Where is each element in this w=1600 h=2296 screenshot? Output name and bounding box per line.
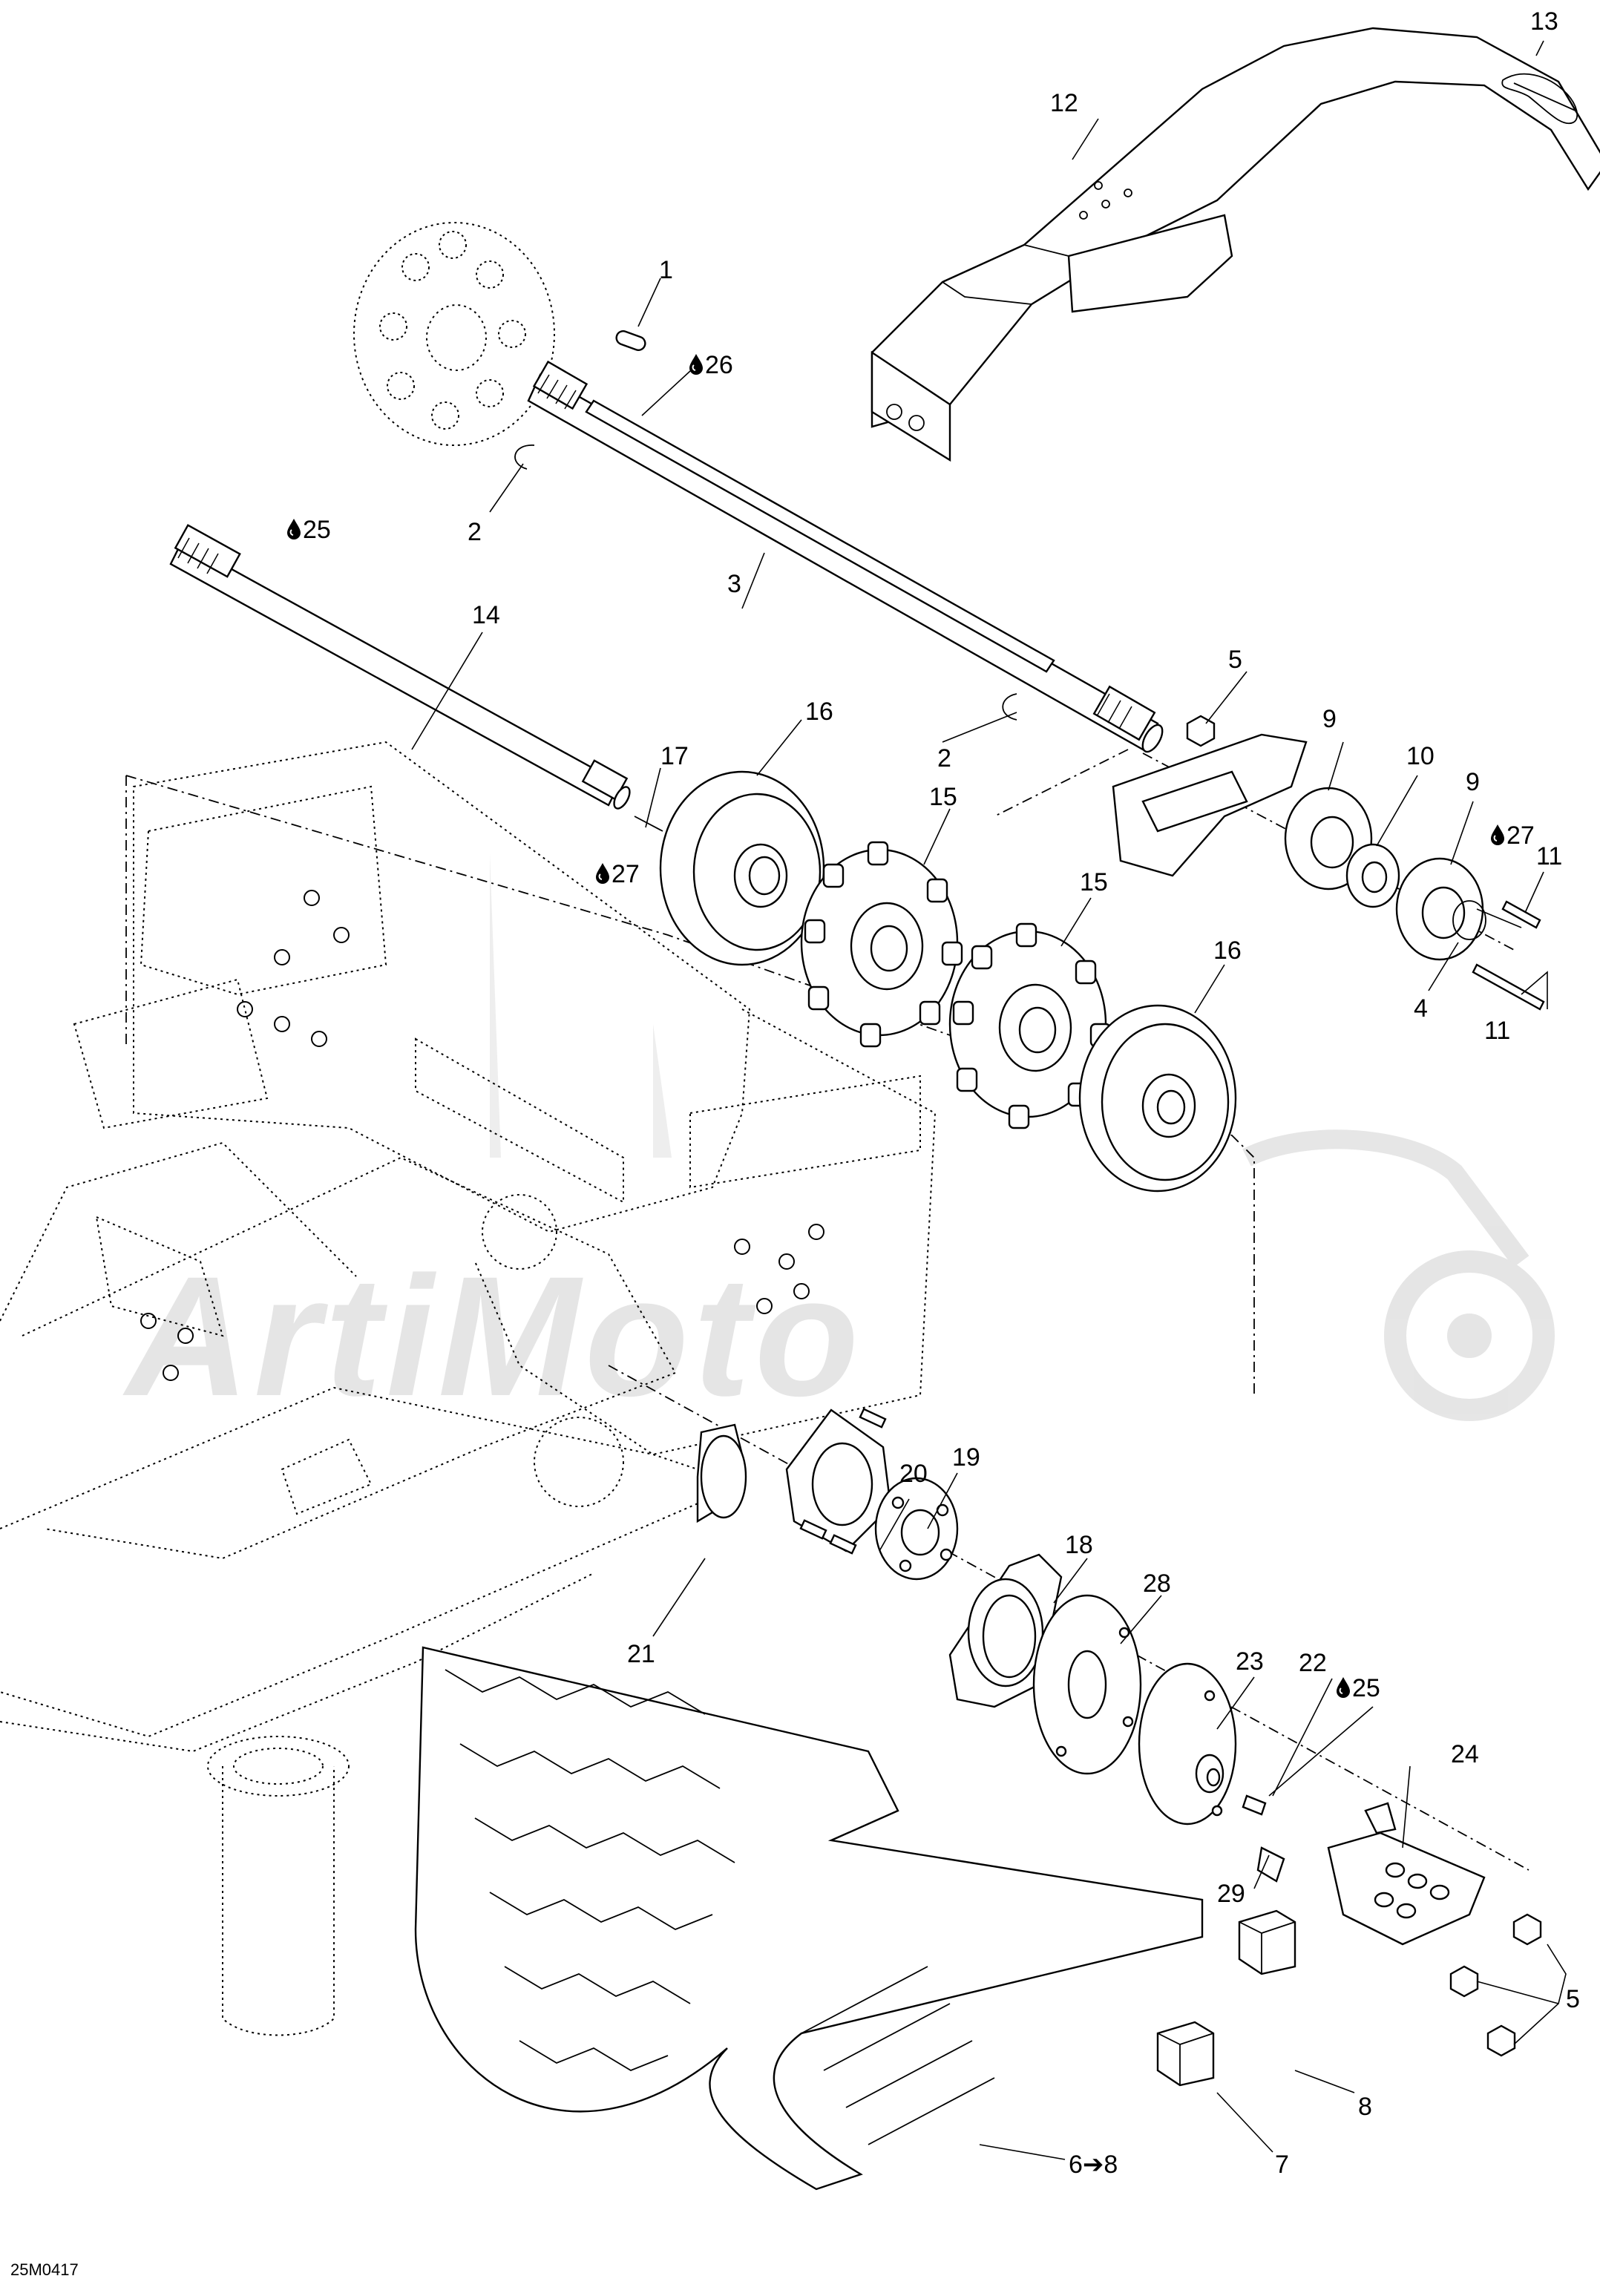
oil-drop-icon: [286, 518, 301, 540]
circlip-lower: [1002, 693, 1017, 721]
callout-23: 23: [1236, 1647, 1264, 1676]
callout-5: 5: [1228, 646, 1242, 674]
callout-19: 19: [952, 1443, 980, 1472]
callout-18: 18: [1065, 1531, 1093, 1559]
callout-15: 15: [929, 783, 957, 811]
nut-upper: [1186, 715, 1216, 747]
slider-clip-7: [1156, 2021, 1215, 2087]
oil-drop-icon: [1490, 824, 1505, 846]
lube-callout-27: 27: [1506, 821, 1535, 850]
callout-10: 10: [1406, 742, 1435, 770]
drive-shaft: [527, 360, 1164, 753]
sprocket-a: [800, 841, 963, 1048]
callout-11: 11: [1536, 842, 1562, 870]
guard-plate: [1327, 1802, 1542, 2057]
oil-drop-icon: [595, 862, 610, 885]
callout-4: 4: [1414, 994, 1428, 1023]
axle-shaft: [169, 524, 663, 832]
callout-11: 11: [1484, 1017, 1510, 1045]
lower-bearing-set: [696, 1408, 1285, 1883]
idler-wheel-front: [1078, 1004, 1237, 1193]
callout-16: 16: [805, 698, 833, 726]
callout-8: 8: [1358, 2093, 1372, 2121]
callout-labels: 1 2 2 3 4 5 5 6➔8 7 8 9 9 10 11 11 12 13…: [468, 7, 1580, 2179]
rear-frame-outline: [125, 775, 1255, 1395]
callout-28: 28: [1143, 1570, 1171, 1598]
callout-3: 3: [727, 570, 741, 598]
callout-9: 9: [1322, 705, 1337, 733]
callout-2: 2: [937, 744, 951, 773]
slider-clip-8: [1238, 1909, 1296, 1975]
callout-14: 14: [472, 601, 500, 629]
callout-24: 24: [1451, 1740, 1479, 1768]
oil-drop-icon: [689, 353, 704, 375]
callout-16: 16: [1213, 937, 1242, 965]
callout-6-to-8: 6➔8: [1069, 2151, 1118, 2179]
callout-1: 1: [659, 256, 673, 284]
callout-21: 21: [627, 1640, 655, 1668]
callout-7: 7: [1275, 2151, 1289, 2179]
reference-code: 25M0417: [10, 2260, 79, 2279]
rear-bumper: [871, 27, 1600, 462]
key: [615, 330, 646, 351]
callout-12: 12: [1050, 89, 1078, 117]
lube-callout-25: 25: [303, 516, 331, 544]
callout-20: 20: [899, 1460, 928, 1488]
lube-callout-27: 27: [612, 860, 640, 888]
lubricant-callouts: 26 25 27 27 25: [286, 351, 1535, 1702]
callout-22: 22: [1299, 1649, 1327, 1677]
tunnel-frame: [0, 741, 937, 2036]
watermark: ArtiMoto: [122, 853, 1555, 1431]
lube-callout-25: 25: [1352, 1674, 1380, 1702]
callout-29: 29: [1217, 1880, 1245, 1908]
oil-drop-icon: [1336, 1676, 1351, 1699]
callout-13: 13: [1530, 7, 1558, 36]
bearing-housing-right: [1112, 715, 1545, 1011]
callout-9: 9: [1466, 768, 1480, 796]
callout-15: 15: [1080, 868, 1108, 896]
watermark-text: ArtiMoto: [122, 1241, 863, 1431]
callout-2: 2: [468, 518, 482, 546]
callout-5: 5: [1566, 1985, 1580, 2013]
callout-17: 17: [660, 742, 689, 770]
drive-track: [414, 1646, 1204, 2191]
leader-lines: [411, 40, 1567, 2160]
brake-disc: [353, 222, 555, 446]
idler-wheel-rear: [659, 770, 825, 966]
lube-callout-26: 26: [705, 351, 733, 379]
circlip-upper: [514, 445, 535, 470]
clip-pin: [1501, 73, 1578, 125]
